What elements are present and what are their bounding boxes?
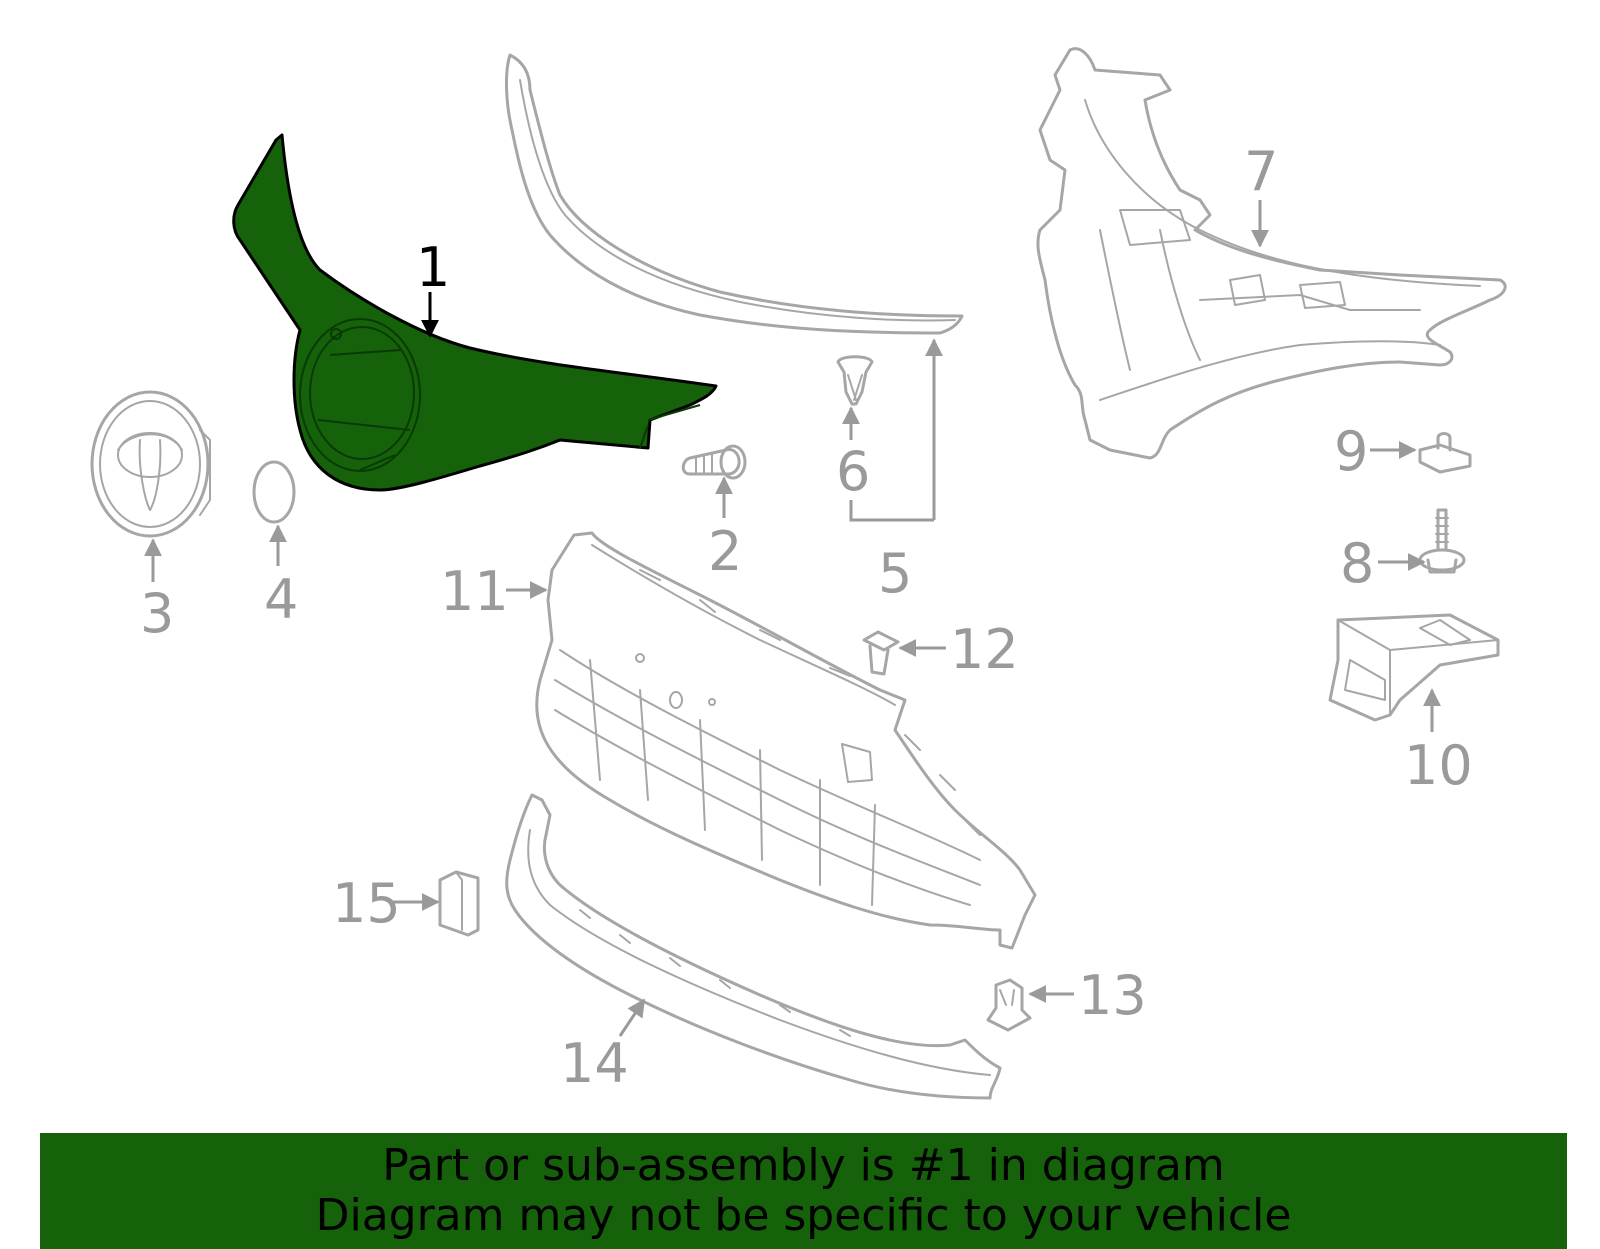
callout-6[interactable]: 6 [836,440,870,503]
callout-8[interactable]: 8 [1340,532,1374,595]
info-banner: Part or sub-assembly is #1 in diagram Di… [40,1133,1567,1249]
part-12-clip[interactable] [862,630,900,676]
callout-11[interactable]: 11 [440,560,509,623]
callout-3[interactable]: 3 [140,582,174,645]
part-4-seal[interactable] [252,460,296,524]
callout-12[interactable]: 12 [950,618,1019,681]
part-7-support[interactable] [1036,47,1507,460]
callout-2[interactable]: 2 [708,520,742,583]
banner-line-1: Part or sub-assembly is #1 in diagram [382,1140,1225,1191]
callout-4[interactable]: 4 [264,568,298,631]
part-5-upper-molding[interactable] [504,53,964,335]
callout-1[interactable]: 1 [416,236,450,299]
callout-14[interactable]: 14 [560,1032,629,1095]
part-9-nut[interactable] [1418,432,1472,474]
banner-line-2: Diagram may not be specific to your vehi… [315,1190,1292,1241]
callout-9[interactable]: 9 [1334,420,1368,483]
callout-15[interactable]: 15 [332,872,401,935]
part-3-emblem[interactable] [90,390,211,538]
callout-labels: 1 2 3 4 5 6 7 8 9 10 11 12 13 14 15 [140,140,1473,1095]
callout-13[interactable]: 13 [1078,964,1147,1027]
part-6-clip[interactable] [836,355,874,406]
part-1-grille-surround[interactable] [232,133,718,492]
callout-5[interactable]: 5 [878,542,912,605]
part-10-duct[interactable] [1328,613,1500,722]
callout-10[interactable]: 10 [1404,734,1473,797]
part-14-lower-molding[interactable] [505,793,1002,1100]
callout-arrows [144,200,1441,1037]
part-8-bolt[interactable] [1418,508,1466,574]
callout-7[interactable]: 7 [1244,140,1278,203]
part-11-grille[interactable] [535,531,1037,950]
part-15-cap[interactable] [438,870,480,937]
part-2-bolt[interactable] [681,444,747,480]
part-13-retainer[interactable] [986,978,1032,1032]
